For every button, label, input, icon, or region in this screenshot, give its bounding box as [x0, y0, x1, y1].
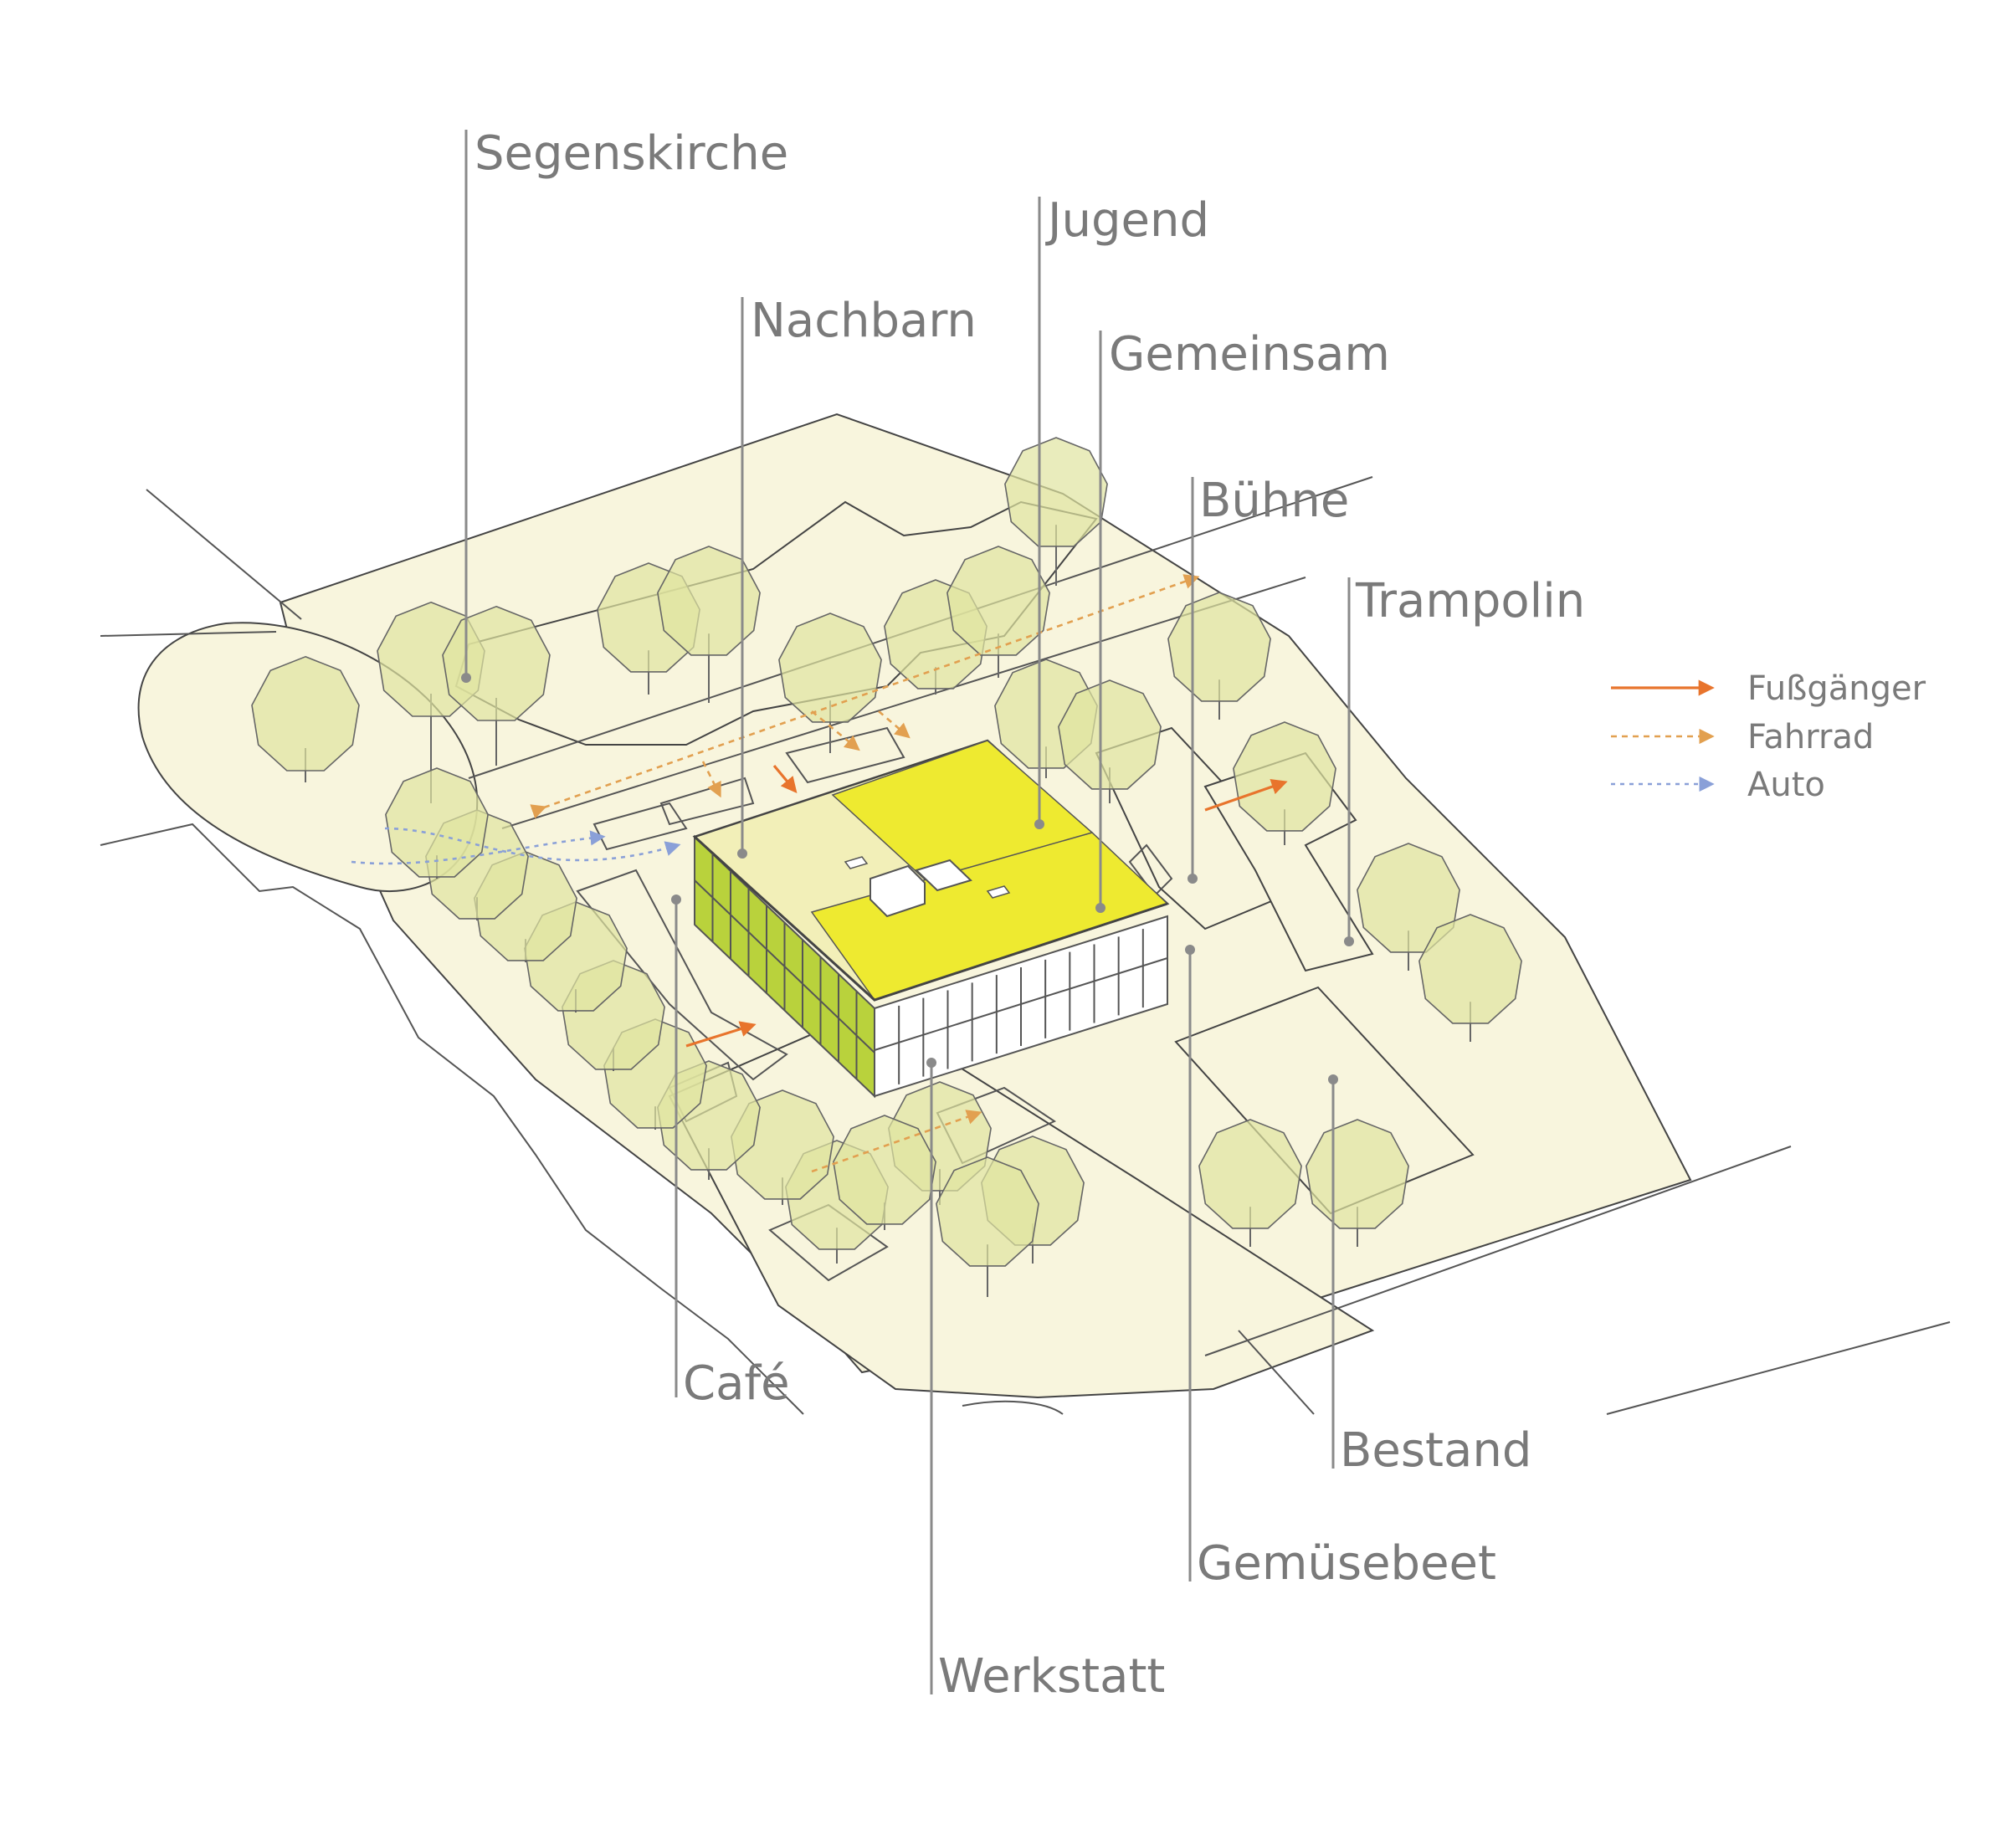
label-segenskirche: Segenskirche	[475, 126, 788, 181]
leader-dot-cafe	[671, 895, 681, 905]
roof-hatch-1	[844, 856, 869, 869]
leader-dot-bestand	[1328, 1074, 1338, 1084]
label-cafe: Café	[683, 1356, 790, 1411]
facade-windows	[694, 854, 1168, 1084]
road-line-6	[1204, 1146, 1792, 1356]
ped-arrow-3	[1204, 778, 1288, 812]
movement-arrows	[351, 574, 1288, 1173]
leader-dot-gemuesebeet	[1185, 945, 1195, 955]
label-jugend: Jugend	[1045, 193, 1209, 248]
leader-lines	[461, 130, 1354, 1694]
tree-canopy	[946, 546, 1050, 656]
label-buehne: Bühne	[1199, 474, 1349, 528]
callout-labels: Segenskirche Jugend Nachbarn Gemeinsam B…	[475, 126, 1585, 1704]
tree-canopy	[833, 1115, 936, 1225]
legend: Fußgänger Fahrrad Auto	[1611, 669, 1926, 804]
tree-canopy	[778, 613, 882, 723]
leader-dot-segenskirche	[461, 673, 471, 683]
legend-bicycle-label: Fahrrad	[1747, 718, 1874, 756]
road-line-8	[962, 1400, 1064, 1415]
leader-dot-gemeinsam	[1095, 903, 1105, 913]
floor-line	[874, 957, 1168, 1051]
ped-arrow-2	[685, 1021, 757, 1048]
ped-arrow-1	[772, 764, 798, 793]
label-nachbarn: Nachbarn	[751, 294, 977, 348]
tree-canopy	[1357, 843, 1460, 953]
tree-canopy	[1058, 679, 1162, 790]
bike-arrow-5	[811, 1110, 982, 1173]
legend-pedestrian-label: Fußgänger	[1747, 669, 1926, 708]
label-bestand: Bestand	[1340, 1423, 1531, 1478]
leader-dot-werkstatt	[926, 1058, 936, 1068]
tree-canopy	[442, 605, 551, 721]
legend-car-label: Auto	[1747, 766, 1825, 804]
bike-arrow-1	[530, 574, 1200, 819]
tree-canopy	[1418, 914, 1522, 1024]
label-werkstatt: Werkstatt	[938, 1649, 1165, 1704]
path-outline-1	[576, 869, 788, 1081]
roof-hatch-2	[986, 885, 1011, 899]
road-line-3	[100, 823, 804, 1415]
tree-canopy	[657, 546, 761, 656]
leader-dot-buehne	[1188, 874, 1198, 884]
label-gemeinsam: Gemeinsam	[1109, 327, 1390, 382]
tree-canopy	[251, 655, 360, 772]
tree-canopy	[385, 767, 489, 878]
roof-box	[869, 864, 926, 918]
tree-canopy	[1306, 1119, 1409, 1229]
road-line-2	[100, 631, 277, 637]
leader-dot-nachbarn	[737, 848, 747, 859]
road-line-1	[146, 489, 302, 620]
car-arrow-2	[384, 827, 681, 862]
roof-skylight	[915, 859, 972, 892]
tree-canopy	[1198, 1119, 1302, 1229]
tree-canopy	[1004, 437, 1108, 547]
leader-dot-trampolin	[1344, 936, 1354, 946]
label-gemuesebeet: Gemüsebeet	[1197, 1536, 1496, 1591]
tree-canopy	[1167, 592, 1271, 702]
facade-band	[694, 879, 875, 1053]
leader-dot-jugend	[1034, 819, 1044, 829]
road-line-7	[1606, 1321, 1951, 1415]
tree-canopy	[936, 1156, 1039, 1267]
tree-canopy	[1233, 721, 1336, 832]
roof-parapet	[693, 835, 1168, 1002]
road-line-9	[1238, 1330, 1315, 1415]
label-trampolin: Trampolin	[1355, 574, 1585, 628]
